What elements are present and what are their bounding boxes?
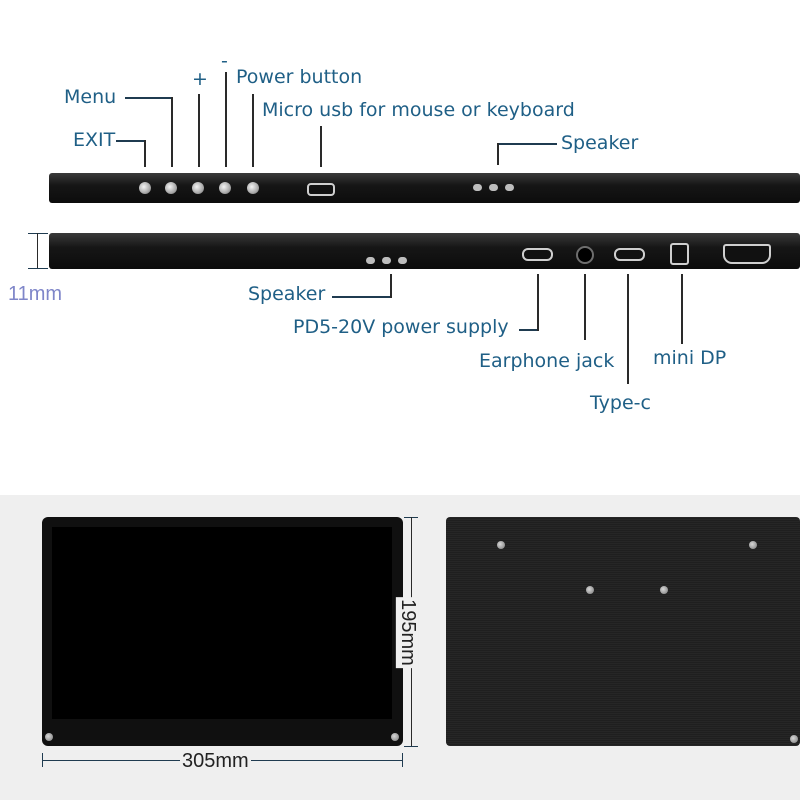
vesa-screw-icon — [660, 586, 668, 594]
speaker-grille-icon — [489, 184, 498, 191]
leader-menu — [125, 97, 173, 99]
corner-screw-icon — [45, 733, 53, 741]
monitor-side-view-top — [49, 173, 800, 203]
thickness-tick-top — [28, 233, 48, 234]
leader-pd-supply-v — [537, 274, 539, 331]
vesa-screw-icon — [497, 541, 505, 549]
leader-minus — [225, 72, 227, 167]
leader-exit-v — [144, 140, 146, 167]
speaker-grille-icon — [505, 184, 514, 191]
monitor-screen — [52, 527, 392, 719]
speaker-grille-icon — [398, 257, 407, 264]
leader-type-c — [627, 274, 629, 384]
label-power-button: Power button — [236, 66, 363, 88]
corner-screw-icon — [391, 733, 399, 741]
speaker-grille-icon — [382, 257, 391, 264]
label-menu: Menu — [64, 86, 117, 108]
leader-speaker-top — [497, 143, 557, 145]
label-earphone-jack: Earphone jack — [479, 350, 615, 372]
label-pd-supply: PD5-20V power supply — [293, 316, 509, 338]
label-mini-dp: mini DP — [653, 347, 727, 369]
height-tick-bottom — [404, 746, 418, 747]
hdmi-port-icon — [723, 244, 771, 264]
label-speaker-bottom: Speaker — [248, 283, 326, 305]
power-button-icon — [247, 182, 259, 194]
minus-button-icon — [219, 182, 231, 194]
vesa-screw-icon — [586, 586, 594, 594]
menu-button-icon — [165, 182, 177, 194]
leader-speaker-bottom — [332, 296, 392, 298]
label-minus: - — [221, 50, 228, 72]
corner-screw-icon — [790, 735, 798, 743]
plus-button-icon — [192, 182, 204, 194]
leader-speaker-bottom-v — [390, 274, 392, 298]
height-label: 195mm — [395, 597, 419, 668]
thickness-line — [37, 233, 38, 269]
vesa-screw-icon — [749, 541, 757, 549]
earphone-jack-icon — [576, 246, 594, 264]
leader-micro-usb — [320, 126, 322, 167]
micro-usb-port-icon — [307, 183, 335, 196]
thickness-label: 11mm — [8, 283, 63, 305]
type-c-port-icon — [614, 248, 645, 261]
monitor-back-view — [446, 517, 800, 746]
label-plus: + — [192, 68, 208, 90]
leader-pd-supply — [519, 329, 539, 331]
mini-dp-port-icon — [670, 243, 689, 265]
leader-earphone — [584, 274, 586, 340]
label-speaker-top: Speaker — [561, 132, 639, 154]
leader-plus — [198, 94, 200, 167]
leader-mini-dp — [681, 274, 683, 344]
width-tick-right — [402, 753, 403, 767]
exit-button-icon — [139, 182, 151, 194]
leader-menu-v — [171, 97, 173, 167]
leader-power — [252, 94, 254, 167]
label-micro-usb: Micro usb for mouse or keyboard — [262, 99, 575, 121]
thickness-tick-bottom — [28, 268, 48, 269]
speaker-grille-icon — [473, 184, 482, 191]
label-type-c: Type-c — [590, 392, 651, 414]
label-exit: EXIT — [73, 129, 116, 151]
leader-speaker-top-v — [497, 143, 499, 165]
type-c-power-port-icon — [522, 248, 553, 261]
leader-exit — [116, 140, 146, 142]
width-label: 305mm — [180, 750, 251, 773]
speaker-grille-icon — [366, 257, 375, 264]
